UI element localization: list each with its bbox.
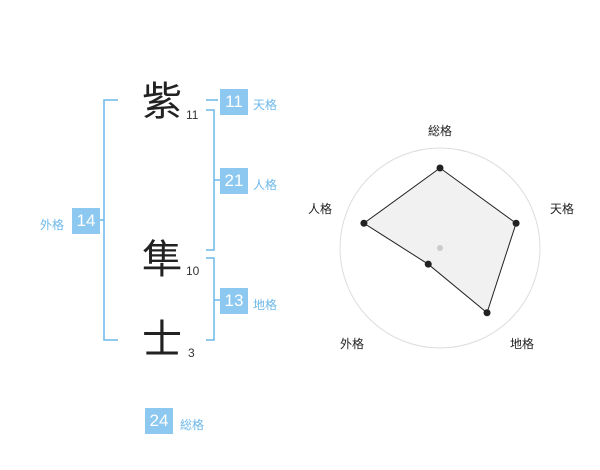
gaikaku-value: 14	[72, 208, 100, 234]
radar-point-1	[512, 219, 520, 227]
radar-axis-label-4: 人格	[308, 202, 333, 216]
chikaku-label: 地格	[253, 298, 278, 312]
soukaku-label: 総格	[180, 418, 205, 432]
tenkaku-value: 11	[220, 89, 248, 115]
soukaku-value: 24	[145, 408, 173, 434]
jinkaku-value: 21	[220, 168, 248, 194]
radar-series-polygon	[363, 167, 517, 314]
name-char-3: 士	[142, 317, 182, 363]
jinkaku-label: 人格	[253, 178, 278, 192]
radar-point-2	[483, 309, 491, 317]
radar-axis-label-1: 天格	[550, 202, 575, 216]
name-char-1: 紫	[142, 79, 182, 125]
chikaku-value: 13	[220, 288, 248, 314]
radar-point-0	[436, 164, 444, 172]
tenkaku-label: 天格	[253, 98, 278, 112]
radar-axis-label-3: 外格	[340, 337, 365, 351]
radar-point-4	[360, 219, 368, 227]
stroke-count-1: 11	[186, 108, 199, 122]
stroke-count-3: 3	[188, 346, 195, 360]
radar-center-dot	[437, 245, 443, 251]
gaikaku-label: 外格	[40, 218, 65, 232]
radar-point-3	[424, 260, 432, 268]
name-char-2: 隼	[142, 237, 182, 283]
stroke-count-2: 10	[186, 264, 200, 278]
radar-axis-label-0: 総格	[428, 124, 453, 138]
radar-axis-label-2: 地格	[510, 337, 535, 351]
